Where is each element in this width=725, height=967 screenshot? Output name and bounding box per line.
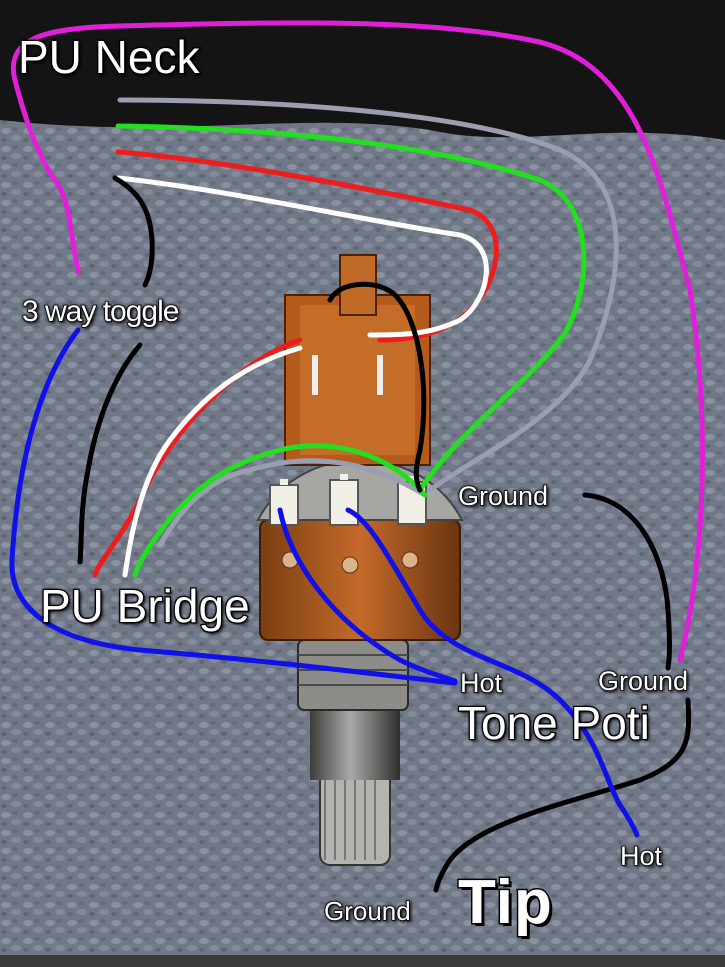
ground-pot-label: Ground	[457, 481, 549, 511]
gray-wire	[117, 97, 619, 548]
blue-wire-pot-hot	[277, 507, 458, 684]
blue-wire-tip-hot	[345, 507, 640, 838]
black-wire-toggle	[77, 175, 155, 565]
dark-background	[0, 0, 725, 140]
hot-tip-label: Hot	[619, 841, 663, 871]
tip-label: Tip	[457, 868, 554, 937]
tone-poti-label: Tone Poti	[457, 697, 651, 749]
black-wire-ground	[582, 492, 672, 671]
ground-tone-label: Ground	[597, 666, 689, 696]
pu-neck-label: PU Neck	[17, 31, 201, 83]
wires	[9, 20, 705, 893]
black-wire-pot	[327, 281, 427, 493]
hot-pot-label: Hot	[459, 668, 503, 698]
black-wire-tip	[433, 697, 692, 893]
three-way-toggle-label: 3 way toggle	[21, 295, 180, 328]
potentiometer	[256, 254, 464, 866]
green-wire	[115, 123, 587, 578]
magenta-wire	[10, 20, 705, 663]
white-wire	[115, 175, 489, 578]
bottom-border	[0, 955, 725, 967]
pu-bridge-label: PU Bridge	[39, 580, 251, 632]
ground-tip-label: Ground	[323, 896, 411, 926]
blue-wire-toggle	[9, 327, 458, 686]
